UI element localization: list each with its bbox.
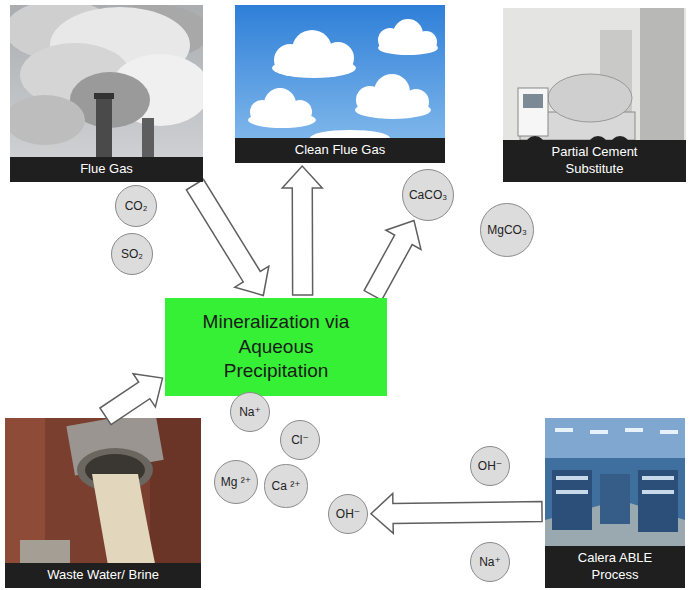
photo-panel: Waste Water/ Brine — [5, 418, 201, 588]
caption-text: Calera ABLE Process — [560, 550, 670, 584]
chemical-circle: SO₂ — [111, 233, 153, 275]
flow-arrow — [364, 221, 421, 301]
cement-truck-photo — [503, 8, 686, 182]
caption-text: Partial Cement Substitute — [535, 144, 655, 178]
photo-panel: Calera ABLE Process — [545, 418, 685, 588]
process-label: Mineralization via Aqueous Precipitation — [199, 310, 354, 384]
chemical-label: Ca ²⁺ — [271, 479, 300, 493]
factory-photo — [545, 418, 685, 588]
chemical-circle: Mg ²⁺ — [214, 460, 258, 504]
process-box: Mineralization via Aqueous Precipitation — [165, 298, 387, 396]
chemical-circle: OH⁻ — [470, 446, 510, 486]
flow-arrow — [371, 493, 542, 533]
caption-bar: Waste Water/ Brine — [5, 563, 201, 588]
photo-panel: Flue Gas — [10, 5, 203, 182]
chemical-label: OH⁻ — [336, 507, 360, 521]
chemical-label: Mg ²⁺ — [221, 475, 251, 489]
chemical-circle: Ca ²⁺ — [264, 464, 307, 507]
flow-arrow — [282, 166, 322, 295]
photo-panel: Clean Flue Gas — [235, 5, 445, 163]
caption-text: Clean Flue Gas — [295, 142, 385, 159]
chemical-label: Na⁺ — [239, 405, 261, 419]
chemical-circle: Na⁺ — [470, 542, 510, 582]
chemical-circle: MgCO₃ — [480, 203, 534, 257]
chemical-label: Cl⁻ — [291, 433, 309, 447]
flow-arrow — [186, 179, 268, 295]
caption-bar: Calera ABLE Process — [545, 546, 685, 588]
photo-panel: Partial Cement Substitute — [503, 8, 686, 182]
chemical-circle: CO₂ — [115, 185, 157, 227]
chemical-label: CaCO₃ — [409, 188, 447, 202]
chemical-circle: CaCO₃ — [402, 169, 454, 221]
chemical-label: Na⁺ — [479, 555, 501, 569]
flow-arrow — [100, 374, 163, 425]
caption-text: Waste Water/ Brine — [47, 567, 159, 584]
caption-bar: Clean Flue Gas — [235, 138, 445, 163]
waste-pipe-photo — [5, 418, 201, 588]
chemical-circle: OH⁻ — [328, 494, 368, 534]
caption-bar: Partial Cement Substitute — [503, 140, 686, 182]
chemical-label: MgCO₃ — [487, 223, 527, 237]
caption-bar: Flue Gas — [10, 157, 203, 182]
chemical-circle: Cl⁻ — [280, 420, 320, 460]
sky-photo — [235, 5, 445, 163]
chemical-label: CO₂ — [125, 199, 148, 213]
chemical-circle: Na⁺ — [230, 392, 270, 432]
chemical-label: SO₂ — [121, 247, 143, 261]
chemical-label: OH⁻ — [478, 459, 502, 473]
smokestack-photo — [10, 5, 203, 182]
caption-text: Flue Gas — [80, 161, 133, 178]
